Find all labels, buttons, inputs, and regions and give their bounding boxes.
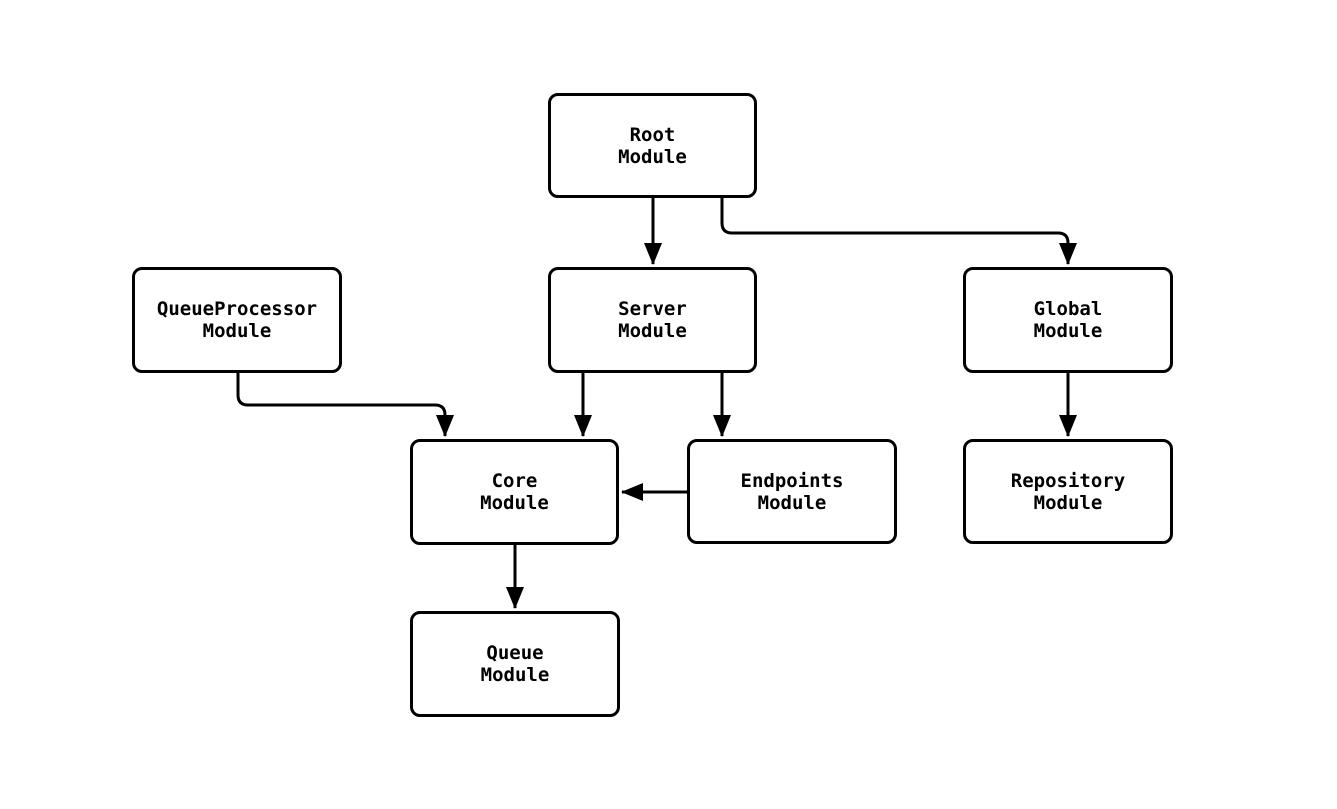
node-root-module: Root Module	[548, 93, 757, 198]
node-label: Module	[480, 664, 550, 686]
node-label: Module	[618, 145, 687, 168]
node-label: Module	[1033, 320, 1103, 342]
node-label: Global	[1033, 298, 1103, 320]
node-core-module: Core Module	[410, 439, 619, 545]
node-label: Module	[618, 320, 687, 342]
node-label: Endpoints	[740, 469, 844, 492]
node-label: Module	[1033, 491, 1103, 514]
node-label: Root	[629, 123, 676, 146]
node-repository-module: Repository Module	[963, 439, 1173, 544]
node-queue-module: Queue Module	[410, 611, 620, 717]
node-label: Module	[480, 492, 549, 514]
node-queueprocessor-module: QueueProcessor Module	[132, 267, 342, 373]
node-label: Repository	[1010, 469, 1126, 492]
node-server-module: Server Module	[548, 267, 757, 373]
edge-root-to-global	[720, 198, 1077, 265]
edge-queueprocessor-to-core	[236, 373, 454, 437]
node-label: Module	[202, 320, 272, 342]
node-label: Server	[618, 298, 687, 320]
node-global-module: Global Module	[963, 267, 1173, 373]
node-label: Core	[491, 470, 538, 492]
node-label: QueueProcessor	[156, 298, 318, 320]
node-label: Queue	[486, 642, 544, 664]
node-endpoints-module: Endpoints Module	[687, 439, 897, 544]
node-label: Module	[757, 491, 827, 514]
